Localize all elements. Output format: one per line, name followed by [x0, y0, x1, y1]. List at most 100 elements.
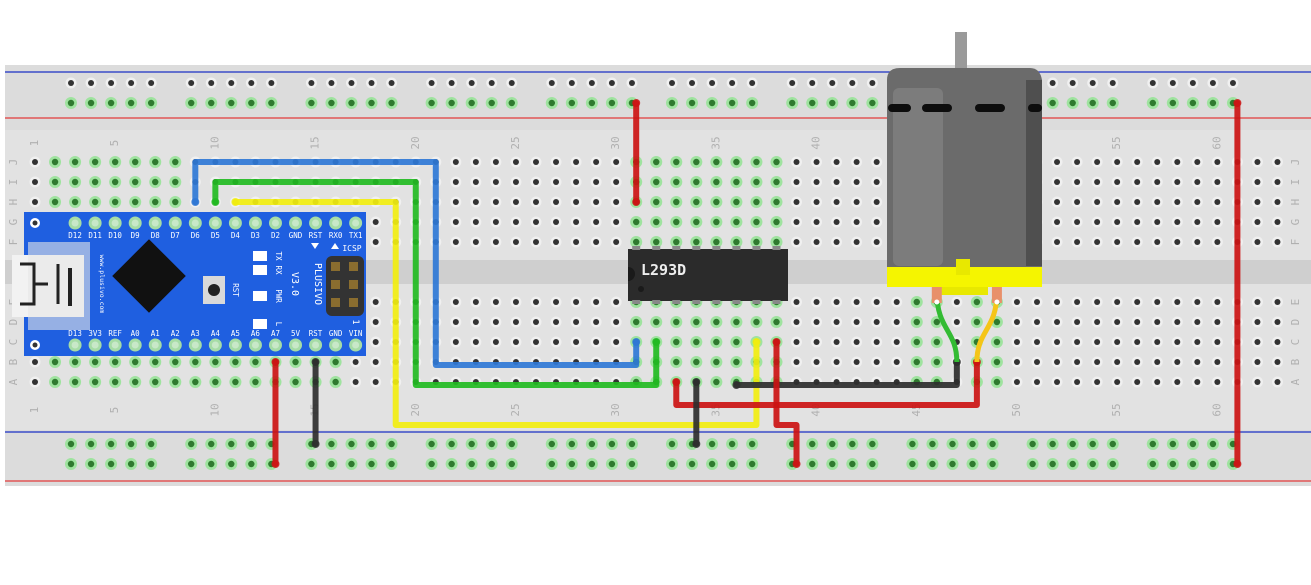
hole[interactable] — [492, 339, 499, 345]
hole[interactable] — [553, 179, 560, 185]
rail-hole[interactable] — [208, 99, 215, 107]
hole[interactable] — [873, 299, 880, 305]
hole[interactable] — [1074, 179, 1081, 185]
hole[interactable] — [192, 378, 199, 386]
rail-hole[interactable] — [689, 80, 696, 86]
rail-hole[interactable] — [1209, 440, 1217, 448]
hole[interactable] — [472, 299, 479, 305]
rail-hole[interactable] — [1089, 80, 1096, 86]
hole[interactable] — [993, 378, 1001, 386]
hole[interactable] — [693, 178, 700, 186]
rail-hole[interactable] — [1049, 440, 1056, 448]
rail-hole[interactable] — [108, 80, 115, 86]
hole[interactable] — [773, 178, 780, 186]
rail-hole[interactable] — [809, 99, 816, 107]
hole[interactable] — [593, 239, 600, 245]
hole[interactable] — [913, 298, 920, 306]
hole[interactable] — [1274, 379, 1281, 385]
hole[interactable] — [873, 339, 880, 345]
hole[interactable] — [733, 318, 740, 326]
rail-hole[interactable] — [949, 440, 956, 448]
rail-hole[interactable] — [728, 99, 736, 107]
rail-hole[interactable] — [1029, 440, 1036, 448]
rail-hole[interactable] — [628, 440, 636, 448]
hole[interactable] — [1274, 359, 1281, 365]
rail-hole[interactable] — [348, 440, 355, 448]
rail-hole[interactable] — [708, 99, 716, 107]
hole[interactable] — [733, 338, 740, 346]
hole[interactable] — [1254, 239, 1261, 245]
hole[interactable] — [833, 159, 840, 165]
hole[interactable] — [32, 379, 38, 385]
hole[interactable] — [1013, 379, 1020, 385]
hole[interactable] — [573, 159, 580, 165]
rail-hole[interactable] — [668, 440, 676, 448]
hole[interactable] — [833, 199, 840, 205]
hole[interactable] — [593, 219, 600, 225]
hole[interactable] — [1114, 319, 1121, 325]
hole[interactable] — [1134, 339, 1141, 345]
reset-button-cap[interactable] — [208, 284, 220, 296]
hole[interactable] — [1034, 359, 1040, 365]
hole[interactable] — [492, 199, 499, 205]
rail-hole[interactable] — [1089, 460, 1096, 468]
hole[interactable] — [492, 159, 499, 165]
hole[interactable] — [673, 198, 680, 206]
hole[interactable] — [111, 178, 119, 186]
hole[interactable] — [1194, 299, 1201, 305]
hole[interactable] — [1094, 219, 1101, 225]
rail-hole[interactable] — [989, 460, 996, 468]
rail-hole[interactable] — [147, 460, 155, 468]
rail-hole[interactable] — [488, 460, 495, 468]
rail-hole[interactable] — [228, 80, 235, 86]
hole[interactable] — [533, 159, 539, 165]
hole[interactable] — [512, 339, 519, 345]
hole[interactable] — [813, 239, 820, 245]
hole[interactable] — [1174, 179, 1181, 185]
wire-black-motor[interactable] — [733, 359, 960, 388]
hole[interactable] — [1174, 339, 1181, 345]
hole[interactable] — [1254, 339, 1261, 345]
pin-RX0[interactable] — [332, 219, 340, 227]
hole[interactable] — [593, 319, 600, 325]
hole[interactable] — [753, 218, 760, 226]
rail-hole[interactable] — [849, 460, 856, 468]
hole[interactable] — [773, 198, 780, 206]
hole[interactable] — [733, 198, 740, 206]
hole[interactable] — [773, 218, 780, 226]
hole[interactable] — [573, 219, 580, 225]
rail-hole[interactable] — [1109, 99, 1116, 107]
hole[interactable] — [252, 378, 259, 386]
pin-A6[interactable] — [251, 341, 259, 349]
hole[interactable] — [472, 179, 479, 185]
hole[interactable] — [512, 179, 519, 185]
hole[interactable] — [1013, 359, 1020, 365]
hole[interactable] — [132, 178, 139, 186]
hole[interactable] — [813, 199, 820, 205]
rail-hole[interactable] — [368, 440, 375, 448]
hole[interactable] — [1154, 379, 1161, 385]
hole[interactable] — [512, 159, 519, 165]
rail-hole[interactable] — [127, 99, 135, 107]
rail-hole[interactable] — [148, 80, 155, 86]
hole[interactable] — [1154, 339, 1161, 345]
hole[interactable] — [693, 338, 700, 346]
rail-hole[interactable] — [328, 80, 335, 86]
rail-hole[interactable] — [1069, 440, 1076, 448]
hole[interactable] — [352, 359, 359, 365]
hole[interactable] — [533, 199, 539, 205]
rail-hole[interactable] — [228, 460, 235, 468]
rail-hole[interactable] — [188, 460, 195, 468]
rail-hole[interactable] — [1169, 440, 1177, 448]
hole[interactable] — [1214, 239, 1221, 245]
hole[interactable] — [492, 319, 499, 325]
hole[interactable] — [613, 319, 620, 325]
pin-D11[interactable] — [91, 219, 99, 227]
rail-hole[interactable] — [869, 440, 876, 448]
hole[interactable] — [913, 318, 920, 326]
hole[interactable] — [1254, 179, 1261, 185]
rail-hole[interactable] — [1049, 99, 1056, 107]
rail-hole[interactable] — [328, 460, 335, 468]
hole[interactable] — [71, 158, 79, 166]
hole[interactable] — [1034, 339, 1040, 345]
